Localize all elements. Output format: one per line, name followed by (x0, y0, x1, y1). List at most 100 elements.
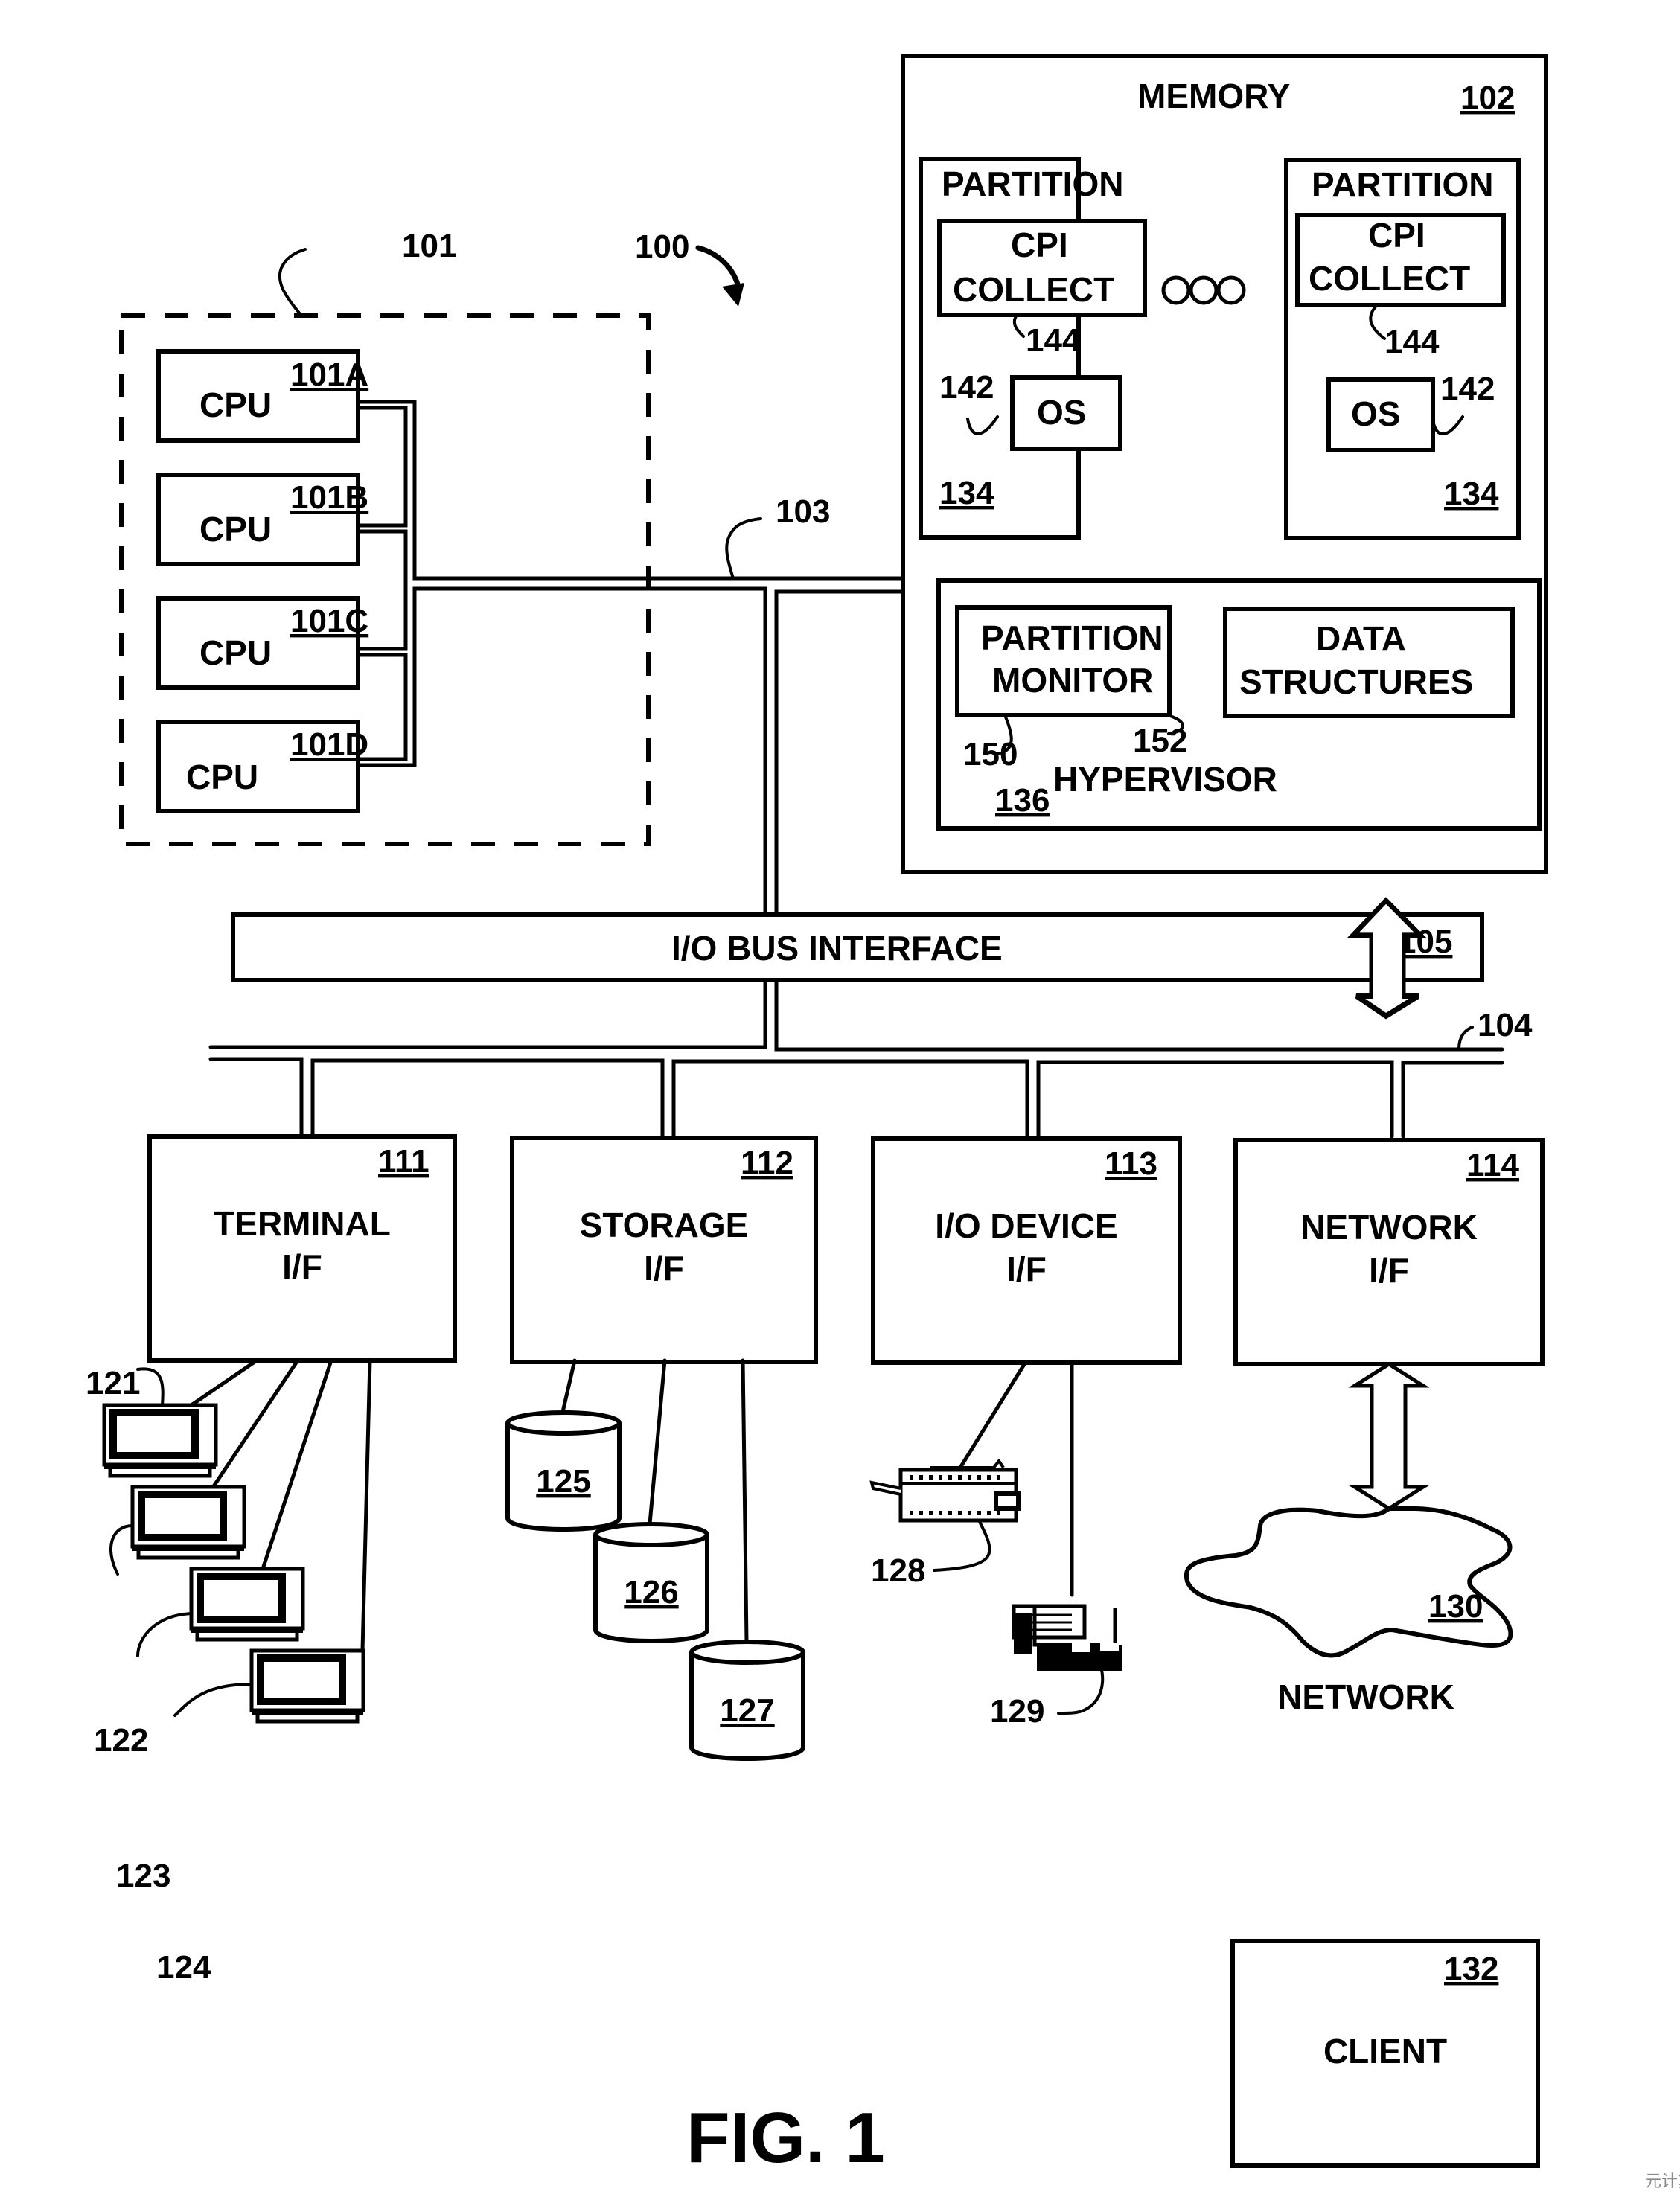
ellipsis-dot-icon (1216, 275, 1246, 305)
cpu-label: CPU (199, 633, 272, 672)
partition-1[interactable]: PARTITION CPI COLLECT 144 142 OS 134 (919, 157, 1147, 540)
cpu-101d[interactable]: CPU 101D (156, 720, 368, 813)
figure-caption: FIG. 1 (686, 2098, 885, 2178)
terminal-leader (136, 1367, 165, 1407)
data-structures-leader (1167, 714, 1184, 735)
data-structures-line1: DATA (1316, 619, 1406, 658)
storage-127[interactable]: 127 (692, 1642, 803, 1759)
memory-label: MEMORY (1137, 77, 1290, 115)
storage-126[interactable]: 126 (595, 1524, 707, 1641)
terminal-124[interactable]: 124 (156, 1651, 363, 1986)
monitor-icon (104, 1405, 216, 1476)
cpi-collect-ref: 144 (1384, 324, 1440, 360)
terminal-122[interactable]: 122 (94, 1487, 244, 1759)
network-label: NETWORK (1277, 1678, 1454, 1716)
os-2[interactable]: OS (1326, 377, 1435, 452)
partition-ref: 134 (939, 475, 994, 511)
terminal-ref: 121 (86, 1365, 140, 1401)
partition-ref: 134 (1444, 476, 1499, 512)
watermark: 元计算 (1645, 2172, 1680, 2191)
io-bus-interface-label: I/O BUS INTERFACE (671, 929, 1003, 968)
cpi-collect-2[interactable]: CPI COLLECT (1295, 213, 1506, 307)
cpu-ref: 101A (290, 356, 368, 393)
printer-leader (933, 1519, 991, 1572)
interface-line1: NETWORK (1300, 1208, 1478, 1247)
cpi-collect-line2: COLLECT (1309, 259, 1470, 298)
cpu-group: 101 CPU 101A CPU 101B CPU 101C CPU 101D (119, 228, 905, 915)
interface-ref: 112 (741, 1145, 793, 1181)
hypervisor-label: HYPERVISOR (1053, 760, 1277, 799)
memory-block[interactable]: MEMORY 102 PARTITION CPI COLLECT 144 142… (901, 54, 1548, 874)
terminal-leader (136, 1612, 193, 1657)
network-interface[interactable]: 114 NETWORK I/F (1233, 1138, 1545, 1366)
storage-125[interactable]: 125 (508, 1413, 619, 1529)
cpi-collect-leader (1369, 304, 1386, 340)
cloud-icon (1184, 1506, 1513, 1658)
storage-ref: 125 (536, 1463, 590, 1500)
cpu-101a[interactable]: CPU 101A (156, 349, 368, 443)
partition-2[interactable]: PARTITION CPI COLLECT 144 OS 142 134 (1284, 158, 1521, 540)
terminal-leader (173, 1683, 253, 1717)
partition-monitor-ref: 150 (963, 736, 1018, 773)
cpu-label: CPU (199, 510, 272, 548)
io-bus: 104 (208, 978, 1533, 1139)
terminal-123[interactable]: 123 (116, 1569, 303, 1894)
cpi-collect-line2: COLLECT (953, 270, 1114, 309)
terminal-ref: 122 (94, 1722, 148, 1759)
system-ref-number: 100 (635, 228, 689, 265)
partition-label: PARTITION (942, 164, 1123, 203)
system-ref-arrow-icon (695, 245, 741, 290)
storage-ref: 126 (624, 1574, 678, 1611)
client[interactable]: 132 CLIENT (1230, 1939, 1540, 2168)
terminal-interface[interactable]: 111 TERMINAL I/F (147, 1134, 457, 1363)
printer-icon (869, 1458, 1021, 1523)
cpu-101b[interactable]: CPU 101B (156, 473, 368, 566)
printer-128[interactable]: 128 (869, 1458, 1021, 1589)
interface-line2: I/F (282, 1247, 322, 1286)
cpu-ref: 101B (290, 479, 368, 516)
hypervisor[interactable]: PARTITION MONITOR 150 DATA STRUCTURES 15… (936, 578, 1542, 831)
io-bus-leader (1457, 1026, 1474, 1051)
cpu-bus-wiring (356, 400, 905, 915)
cpi-collect-1[interactable]: CPI COLLECT (937, 219, 1147, 317)
interface-line2: I/F (1369, 1251, 1409, 1290)
memory-bus: 103 (725, 493, 830, 580)
fax-129[interactable]: 129 (990, 1604, 1131, 1730)
interface-line1: STORAGE (580, 1206, 749, 1244)
monitor-icon (252, 1651, 363, 1721)
data-structures[interactable]: DATA STRUCTURES (1223, 607, 1515, 718)
cpi-collect-line1: CPI (1011, 226, 1068, 264)
data-structures-line2: STRUCTURES (1239, 662, 1473, 701)
terminal-wiring (189, 1358, 372, 1653)
cpu-group-ref: 101 (402, 228, 456, 264)
io-device-interface[interactable]: 113 I/O DEVICE I/F (871, 1136, 1182, 1365)
ellipsis-dot-icon (1161, 275, 1191, 305)
cpi-collect-line1: CPI (1368, 216, 1425, 255)
hypervisor-ref: 136 (995, 782, 1050, 819)
os-1[interactable]: OS (1010, 375, 1122, 451)
io-bus-interface[interactable]: I/O BUS INTERFACE 105 (231, 912, 1484, 982)
cpu-101c[interactable]: CPU 101C (156, 596, 368, 690)
storage-ref: 127 (720, 1692, 774, 1729)
fax-ref: 129 (990, 1693, 1044, 1730)
fax-leader (1057, 1652, 1105, 1715)
memory-ref: 102 (1460, 80, 1515, 116)
network-ref: 130 (1428, 1588, 1483, 1625)
interface-ref: 114 (1466, 1147, 1520, 1183)
arrow-head-icon (722, 283, 744, 307)
io-device-wiring (958, 1360, 1074, 1597)
monitor-icon (132, 1487, 244, 1558)
cpu-label: CPU (199, 386, 272, 424)
interface-ref: 111 (378, 1143, 429, 1180)
io-bus-ref: 104 (1478, 1007, 1533, 1043)
terminal-121[interactable]: 121 (86, 1365, 216, 1476)
partition-label: PARTITION (1312, 165, 1493, 204)
storage-interface[interactable]: 112 STORAGE I/F (510, 1136, 818, 1364)
system-ref: 100 (635, 228, 744, 307)
os-leader (966, 415, 999, 435)
interface-line1: TERMINAL (214, 1204, 391, 1243)
network-cloud[interactable]: 130 NETWORK (1184, 1506, 1513, 1716)
interface-ref: 113 (1105, 1145, 1157, 1182)
partition-ellipsis (1161, 275, 1246, 305)
partition-monitor[interactable]: PARTITION MONITOR (955, 605, 1172, 717)
